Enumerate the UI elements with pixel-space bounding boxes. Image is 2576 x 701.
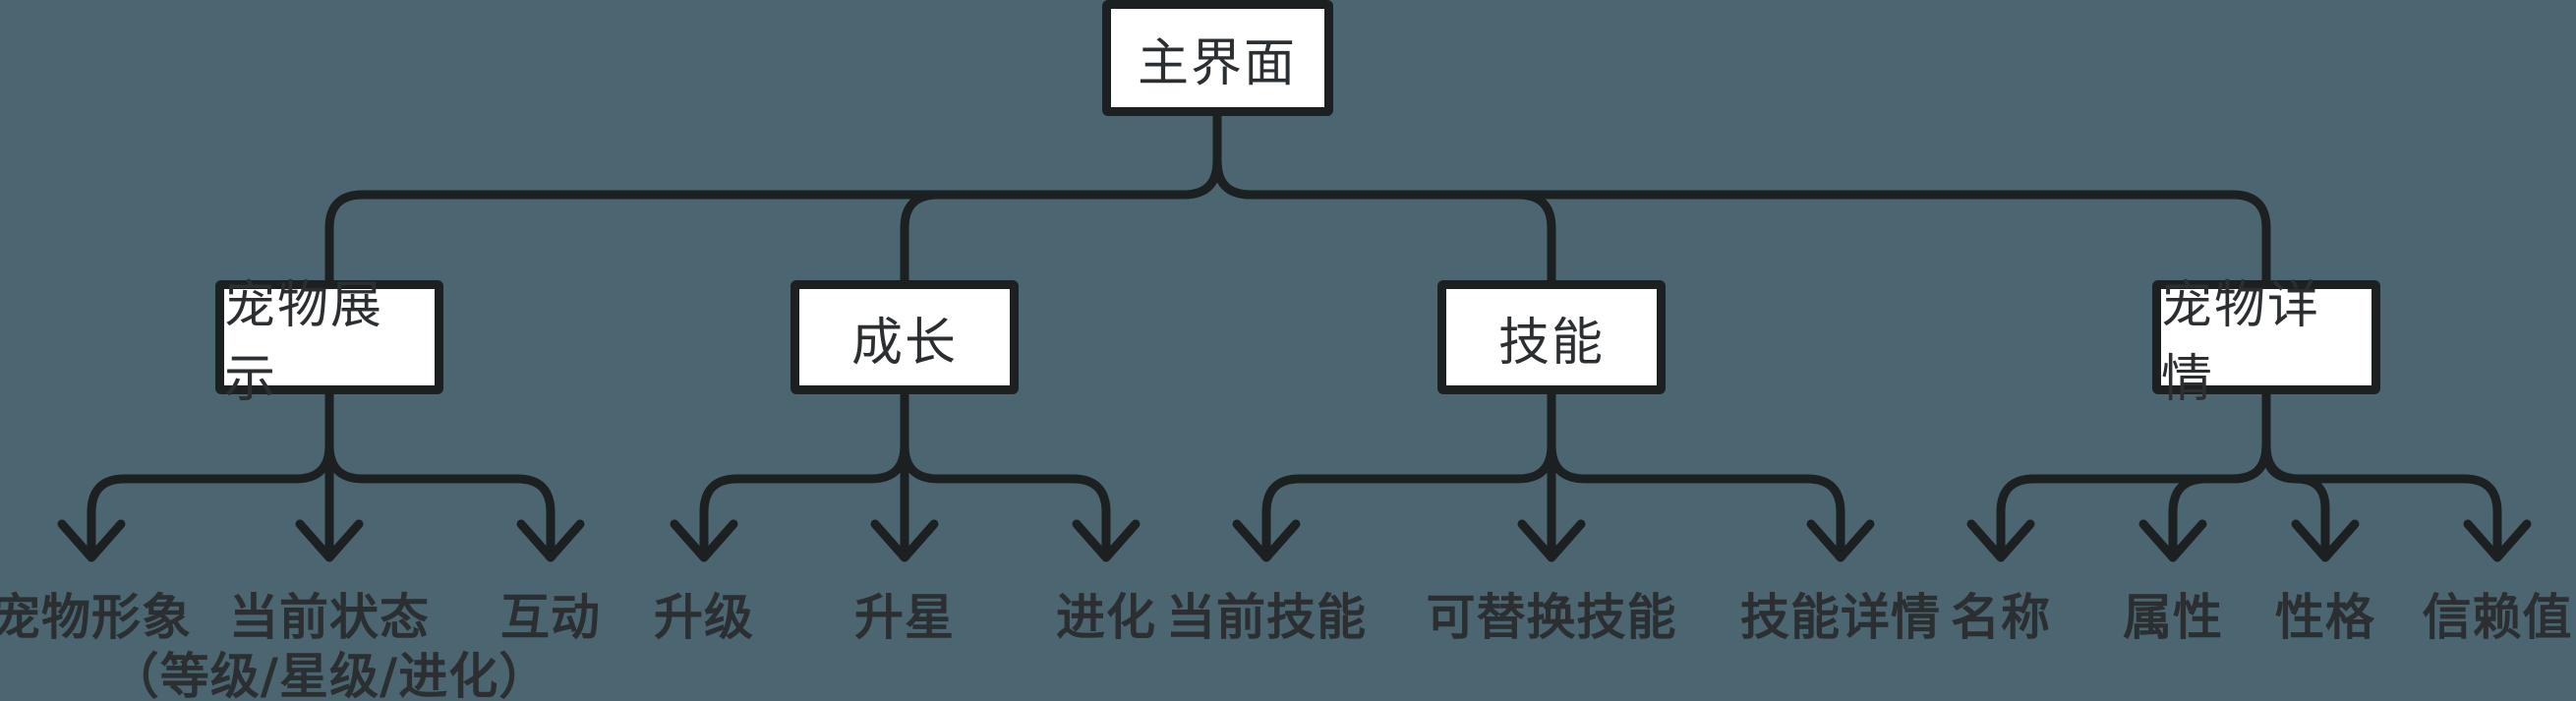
leaf-label-star-up: 升星 xyxy=(854,589,955,646)
leaf-label-current-status: 当前状态 xyxy=(229,589,430,646)
leaf-label-personality: 性格 xyxy=(2275,589,2375,646)
connector-growth-leaf-0 xyxy=(699,389,909,560)
connector-skills-leaf-2 xyxy=(1547,389,1845,560)
leaf-sublabel-current-status: （等级/星级/进化） xyxy=(109,648,550,701)
node-label: 成长 xyxy=(850,313,958,373)
connector-pet-details-leaf-3 xyxy=(2261,389,2502,560)
arrowhead-pet-details-leaf-1 xyxy=(2138,519,2207,562)
arrowhead-growth-leaf-1 xyxy=(870,519,939,562)
leaf-label-pet-image: 宠物形象 xyxy=(0,589,192,646)
node-main-interface[interactable]: 主界面 xyxy=(1101,0,1333,116)
node-pet-display[interactable]: 宠物展示 xyxy=(215,276,443,409)
arrowhead-pet-display-leaf-0 xyxy=(57,519,126,562)
leaf-label-level-up: 升级 xyxy=(654,589,754,646)
leaf-label-trust-value: 信赖值 xyxy=(2422,589,2573,646)
arrowhead-skills-leaf-2 xyxy=(1806,519,1875,562)
arrowhead-growth-leaf-0 xyxy=(670,519,738,562)
node-growth[interactable]: 成长 xyxy=(790,280,1019,394)
node-label: 宠物详情 xyxy=(2161,276,2321,409)
arrowhead-pet-display-leaf-2 xyxy=(516,519,585,562)
node-label: 宠物展示 xyxy=(224,276,384,409)
leaf-label-name: 名称 xyxy=(1951,589,2051,646)
connector-pet-display-leaf-2 xyxy=(324,389,556,560)
leaf-label-evolve: 进化 xyxy=(1056,589,1156,646)
arrowhead-skills-leaf-0 xyxy=(1232,519,1301,562)
node-skills[interactable]: 技能 xyxy=(1437,280,1666,394)
arrowhead-pet-details-leaf-3 xyxy=(2463,519,2532,562)
arrowhead-pet-details-leaf-2 xyxy=(2291,519,2360,562)
leaf-label-replaceable-skills: 可替换技能 xyxy=(1426,589,1677,646)
leaf-label-current-skills: 当前技能 xyxy=(1166,589,1367,646)
leaf-label-attribute: 属性 xyxy=(2123,589,2223,646)
arrowhead-pet-display-leaf-1 xyxy=(295,519,364,562)
connector-root-to-pet-details xyxy=(1212,111,2271,285)
connector-skills-leaf-0 xyxy=(1261,389,1556,560)
leaf-label-interaction: 互动 xyxy=(500,589,601,646)
leaf-label-skill-details: 技能详情 xyxy=(1740,589,1941,646)
node-pet-details[interactable]: 宠物详情 xyxy=(2152,276,2380,409)
arrowhead-pet-details-leaf-0 xyxy=(1966,519,2035,562)
node-label: 技能 xyxy=(1497,313,1605,373)
connector-growth-leaf-2 xyxy=(900,389,1111,560)
connector-root-to-growth xyxy=(900,111,1222,285)
arrowhead-skills-leaf-1 xyxy=(1517,519,1586,562)
node-label: 主界面 xyxy=(1137,33,1297,93)
arrowhead-growth-leaf-2 xyxy=(1072,519,1141,562)
connector-pet-display-leaf-0 xyxy=(87,389,334,560)
